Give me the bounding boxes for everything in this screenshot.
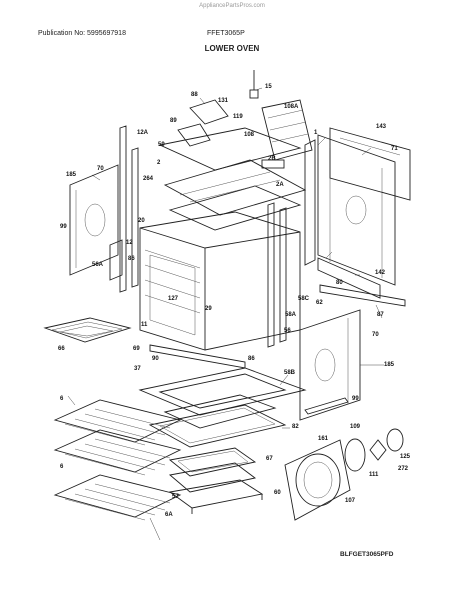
callout-label: 15 [265,84,272,90]
section-title: LOWER OVEN [204,44,260,53]
rear-panel [304,134,396,286]
vent-assembly [261,99,313,169]
callout-label: 6 [60,464,64,470]
probe-part [249,70,259,99]
callout-label: 108A [284,104,299,110]
watermark-text: AppliancePartsPros.com [199,3,265,9]
callout-label: 69 [133,346,140,352]
publication-number: Publication No: 5995697918 [38,30,126,37]
callout-label: 87 [377,312,384,318]
right-side-panel [299,309,361,421]
door-liner [148,404,287,448]
callout-label: 125 [400,454,411,460]
callout-label: 80 [336,280,343,286]
callout-label: 86 [248,356,255,362]
door-frame [138,367,307,429]
callout-label: 66 [58,346,65,352]
left-trim-strips [109,125,139,293]
left-side-panel [69,164,119,276]
callout-label: 2A [276,182,284,188]
callout-label: 70 [97,166,104,172]
right-trim-strips [267,202,287,348]
callout-label: 90 [152,356,159,362]
callout-label: 58A [285,312,297,318]
callout-label: 111 [369,472,379,478]
callout-label: 29 [205,306,212,312]
bake-element [43,317,132,343]
callout-label: 56A [92,262,104,268]
callout-label: 99 [352,396,359,402]
callout-label: 12A [137,130,149,136]
callout-label: 60 [274,490,281,496]
diagram-code: BLFGET3065PFD [340,551,394,558]
callout-label: 12 [126,240,133,246]
callout-label: 161 [318,436,329,442]
callout-label: 20 [138,218,145,224]
model-number: FFET3065P [207,30,245,37]
callout-label: 88 [191,92,198,98]
convection-fan [284,428,404,521]
top-wrap-panel [329,127,411,201]
callout-label: 59 [158,142,165,148]
callout-label: 2B [268,156,276,162]
callout-label: 264 [143,176,154,182]
callout-label: 67 [266,456,273,462]
callout-label: 272 [398,466,409,472]
callout-label: 2 [157,160,161,166]
callout-label: 82 [292,424,299,430]
trim-99-right [304,397,349,415]
callout-label: 142 [375,270,386,276]
callout-label: 89 [170,118,177,124]
oven-racks [53,399,182,521]
door-bottom [168,479,264,514]
callout-label: 6A [165,512,173,518]
callout-label: 119 [233,114,243,120]
callout-label: 109 [350,424,361,430]
callout-label: 131 [218,98,229,104]
callout-label: 107 [345,498,356,504]
callout-label: 1 [314,130,318,136]
callout-label: 185 [384,362,395,368]
callout-label: 86 [128,256,135,262]
callout-label: 57 [172,494,179,500]
callout-label: 71 [391,146,398,152]
callout-label: 58C [298,296,310,302]
callout-label: 11 [141,322,148,328]
callout-label: 56 [284,328,291,334]
callout-label: 37 [134,366,141,372]
leader-lines [67,87,384,541]
callout-label: 58B [284,370,296,376]
callout-label: 6 [60,396,64,402]
door-window [168,447,257,493]
callout-label: 99 [60,224,67,230]
callout-label: 127 [168,296,179,302]
callout-label: 108 [244,132,255,138]
support-87 [319,284,406,307]
callout-label: 143 [376,124,387,130]
bracket-142 [317,257,381,299]
callout-label: 185 [66,172,77,178]
callout-label: 70 [372,332,379,338]
callout-label: 62 [316,300,323,306]
